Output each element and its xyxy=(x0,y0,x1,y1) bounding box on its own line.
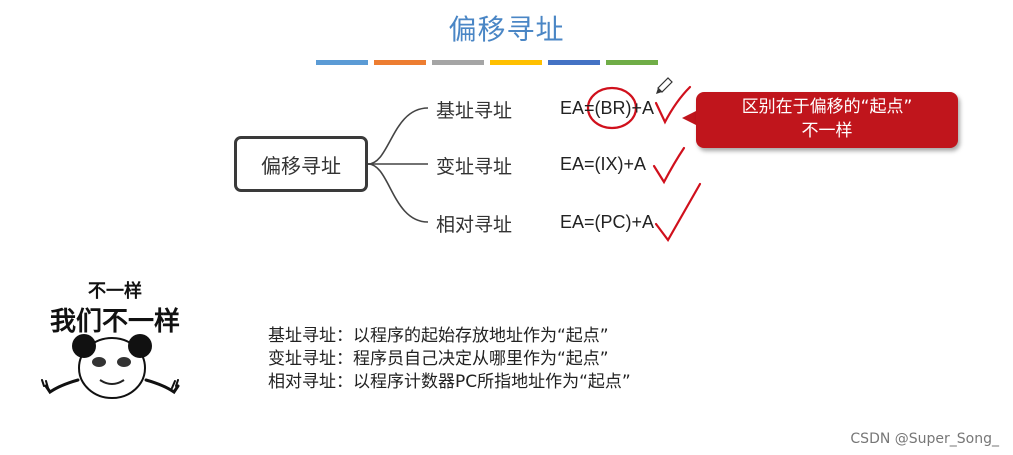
pencil-icon xyxy=(656,77,673,94)
root-node: 偏移寻址 xyxy=(234,136,368,192)
color-segment xyxy=(316,60,368,65)
color-segment xyxy=(432,60,484,65)
checkmark-icon xyxy=(654,85,692,125)
formula-index: EA=(IX)+A xyxy=(560,154,647,174)
connector-line xyxy=(367,163,429,223)
watermark: CSDN @Super_Song_ xyxy=(850,431,999,447)
callout-line: 不一样 xyxy=(801,121,853,141)
color-segment xyxy=(374,60,426,65)
description-line: 相对寻址：以程序计数器PC所指地址作为“起点” xyxy=(268,372,631,392)
meme-caption-top: 不一样 xyxy=(88,281,142,302)
checkmark-icon xyxy=(654,182,702,243)
color-segment xyxy=(490,60,542,65)
meme-caption-big: 我们不一样 xyxy=(49,307,180,337)
description-line: 变址寻址：程序员自己决定从哪里作为“起点” xyxy=(268,349,609,369)
branch-label-index: 变址寻址 xyxy=(436,156,513,178)
branch-label-relative: 相对寻址 xyxy=(436,214,513,236)
callout-line: 区别在于偏移的“起点” xyxy=(741,97,913,117)
title-color-bar xyxy=(316,60,658,65)
description-list: 基址寻址：以程序的起始存放地址作为“起点” 变址寻址：程序员自己决定从哪里作为“… xyxy=(268,325,631,394)
color-segment xyxy=(606,60,658,65)
meme-sticker: 不一样 我们不一样 xyxy=(40,277,190,338)
callout-pointer xyxy=(682,110,698,126)
formula-base: EA=(BR)+A xyxy=(560,98,655,118)
callout-box: 区别在于偏移的“起点” 不一样 xyxy=(696,92,958,148)
formula-relative: EA=(PC)+A xyxy=(560,212,655,232)
branch-label-base: 基址寻址 xyxy=(436,100,513,122)
panda-face-icon xyxy=(41,334,180,399)
checkmark-icon xyxy=(652,146,686,185)
color-segment xyxy=(548,60,600,65)
connector-line xyxy=(367,107,429,165)
slide-title: 偏移寻址 xyxy=(448,13,565,46)
description-line: 基址寻址：以程序的起始存放地址作为“起点” xyxy=(268,326,609,346)
highlight-circle xyxy=(586,86,638,130)
